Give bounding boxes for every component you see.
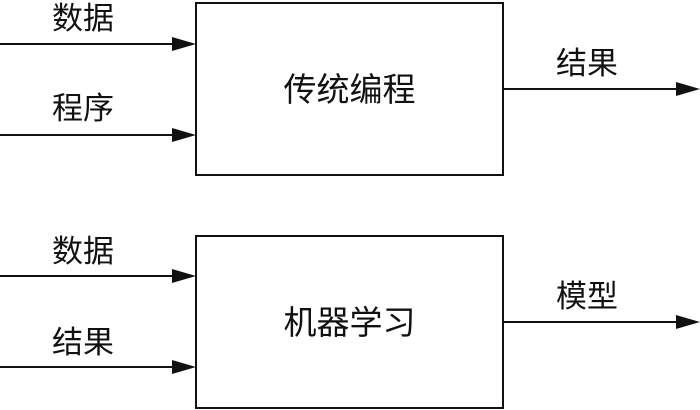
ml-result-arrow-head bbox=[172, 360, 196, 374]
traditional-data-label: 数据 bbox=[52, 1, 114, 37]
ml-model-arrow-head bbox=[676, 315, 700, 329]
traditional-programming-box bbox=[195, 2, 504, 176]
ml-data-arrow-head bbox=[172, 269, 196, 283]
ml-data-label: 数据 bbox=[52, 234, 114, 270]
traditional-result-label: 结果 bbox=[556, 46, 618, 82]
machine-learning-group: 机器学习 数据 结果 模型 bbox=[0, 234, 700, 409]
traditional-data-arrow-head bbox=[172, 37, 196, 51]
traditional-programming-group: 传统编程 数据 程序 结果 bbox=[0, 1, 700, 176]
traditional-program-label: 程序 bbox=[52, 91, 114, 127]
traditional-programming-label: 传统编程 bbox=[284, 70, 416, 109]
machine-learning-label: 机器学习 bbox=[284, 303, 416, 342]
ml-result-label: 结果 bbox=[52, 325, 114, 361]
traditional-result-arrow-head bbox=[676, 82, 700, 96]
traditional-program-arrow-head bbox=[172, 128, 196, 142]
ml-model-label: 模型 bbox=[556, 279, 618, 315]
machine-learning-box bbox=[195, 235, 504, 409]
